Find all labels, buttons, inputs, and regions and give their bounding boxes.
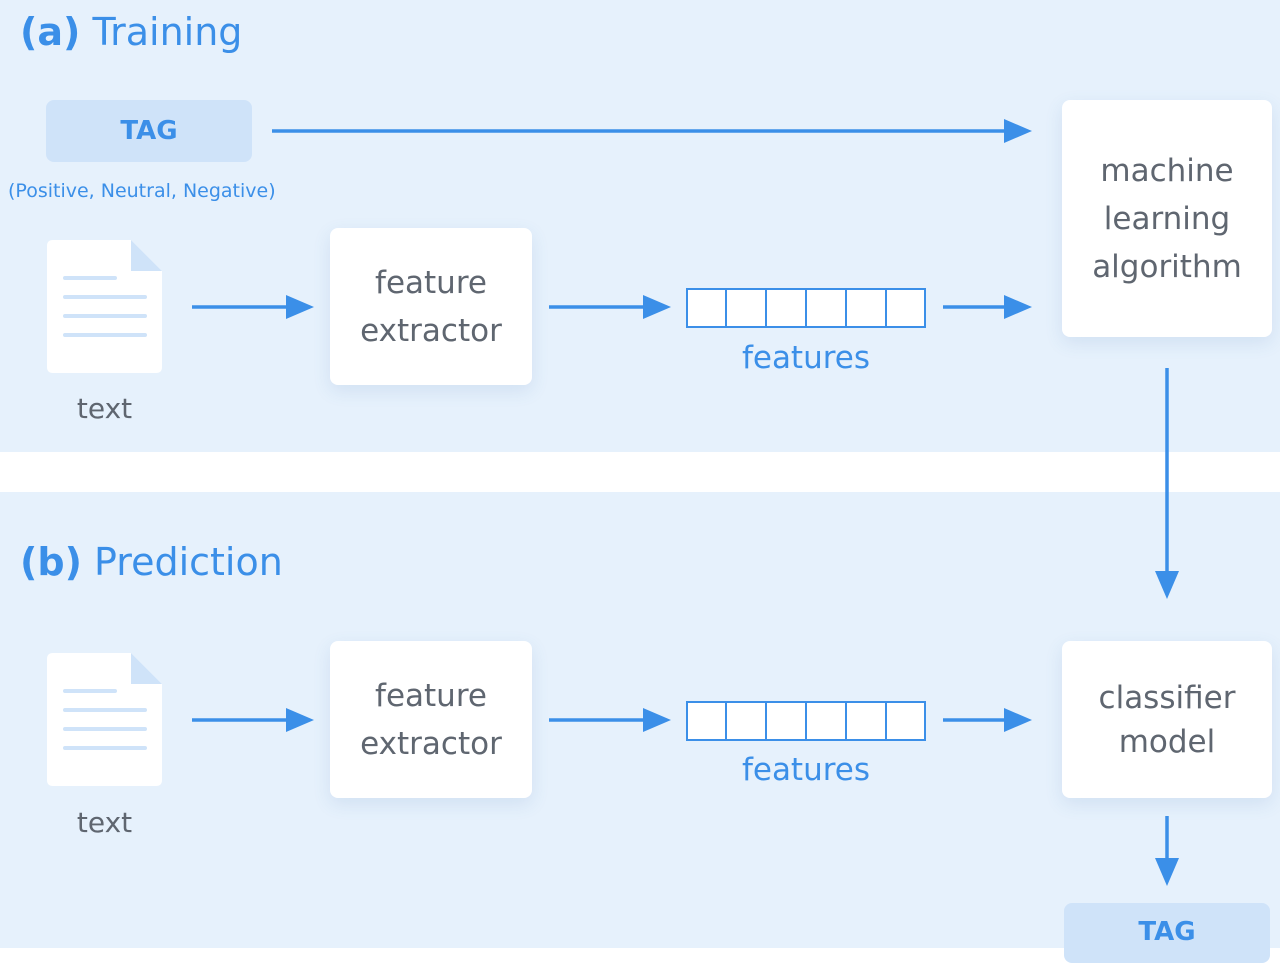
prediction-heading: (b) Prediction bbox=[20, 540, 283, 584]
tag-values-label: (Positive, Neutral, Negative) bbox=[8, 180, 276, 202]
training-heading: (a) Training bbox=[20, 10, 243, 54]
document-icon bbox=[47, 240, 162, 373]
feature-vector bbox=[686, 288, 926, 328]
arrow-head bbox=[286, 708, 314, 732]
feature-vector bbox=[686, 701, 926, 741]
tag-input-box: TAG bbox=[46, 100, 252, 162]
arrow-head bbox=[1004, 295, 1032, 319]
arrow-head bbox=[643, 708, 671, 732]
arrow-head bbox=[643, 295, 671, 319]
text-label: text bbox=[76, 806, 133, 839]
text-label: text bbox=[76, 392, 133, 425]
features-label: features bbox=[741, 752, 871, 788]
features-label: features bbox=[741, 340, 871, 376]
arrow-head bbox=[1155, 571, 1179, 599]
document-icon bbox=[47, 653, 162, 786]
arrow-head bbox=[1155, 858, 1179, 886]
arrow-head bbox=[1004, 119, 1032, 143]
arrow-head bbox=[286, 295, 314, 319]
arrow-head bbox=[1004, 708, 1032, 732]
